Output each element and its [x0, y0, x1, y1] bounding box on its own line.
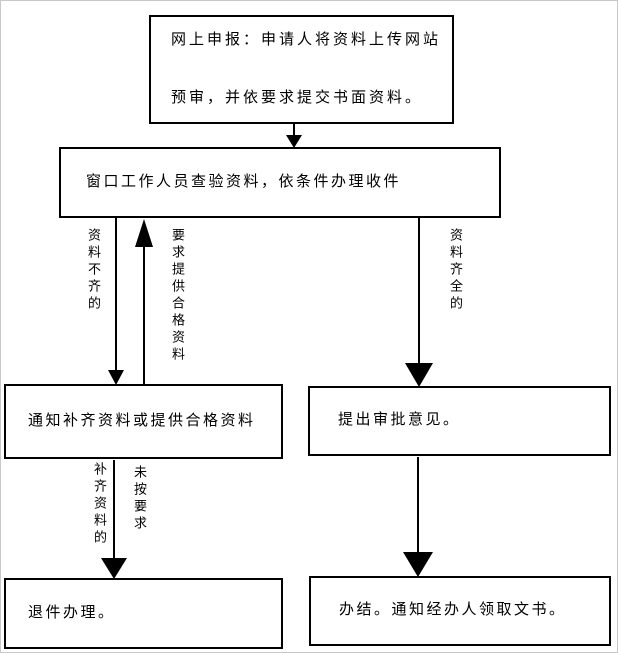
box-notify-supplement-label: 通知补齐资料或提供合格资料: [28, 412, 256, 429]
arrow-check-to-notify: [108, 218, 124, 385]
arrow-notify-to-check: [135, 219, 153, 385]
box-return-handling: 退件办理。: [4, 578, 283, 649]
box-online-declaration-line2: 预审，并依要求提交书面资料。: [171, 89, 424, 106]
arrow-approval-to-completion: [403, 457, 433, 577]
box-online-declaration: 网上申报：申请人将资料上传网站 预审，并依要求提交书面资料。: [149, 15, 454, 124]
box-completion-notice: 办结。通知经办人领取文书。: [309, 576, 611, 646]
label-not-as-required: 未按要求: [132, 465, 147, 533]
box-notify-supplement: 通知补齐资料或提供合格资料: [4, 384, 283, 459]
arrow-check-to-approval: [405, 218, 433, 387]
box-approval-opinion-label: 提出审批意见。: [338, 412, 461, 429]
label-materials-supplemented: 补齐资料的: [92, 462, 107, 547]
box-approval-opinion: 提出审批意见。: [308, 386, 611, 456]
arrow-declare-to-check: [286, 124, 302, 148]
arrow-notify-to-return: [101, 460, 127, 579]
label-materials-complete: 资料齐全的: [448, 228, 463, 313]
box-window-check: 窗口工作人员查验资料，依条件办理收件: [59, 147, 501, 218]
box-online-declaration-line1: 网上申报：申请人将资料上传网站: [171, 32, 442, 48]
box-completion-notice-label: 办结。通知经办人领取文书。: [339, 602, 567, 619]
label-require-qualified-materials: 要求提供合格资料: [170, 228, 185, 364]
box-return-handling-label: 退件办理。: [28, 604, 116, 621]
label-materials-incomplete: 资料不齐的: [86, 228, 101, 313]
box-window-check-label: 窗口工作人员查验资料，依条件办理收件: [86, 173, 402, 190]
